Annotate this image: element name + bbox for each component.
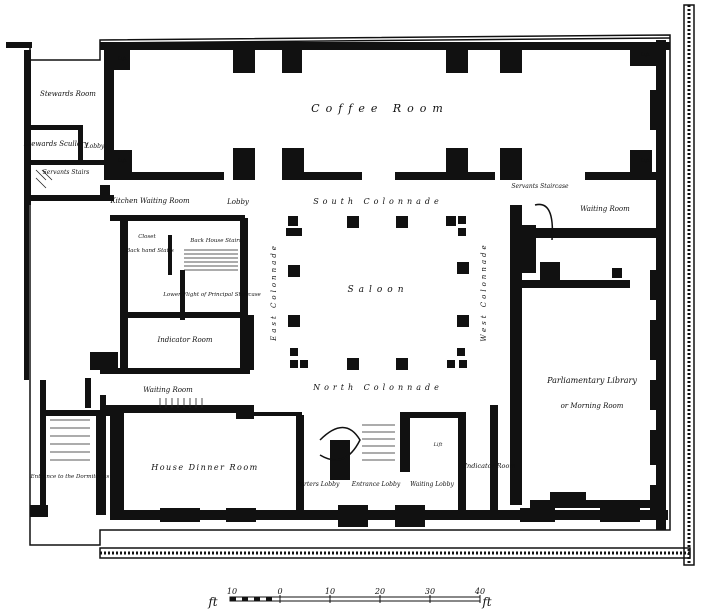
saloon-columns <box>286 216 622 370</box>
label-closet: Closet <box>138 234 156 240</box>
label-lift-3: Lift <box>117 158 128 164</box>
label-waiting-room-right: Waiting Room <box>580 205 630 213</box>
label-kitchen-waiting-room: Kitchen Waiting Room <box>109 197 190 205</box>
label-north-colonnade: North Colonnade <box>312 383 443 392</box>
label-back-house-stairs: Back House Stairs <box>189 238 242 244</box>
scale-tick-2: 0 <box>277 587 282 596</box>
label-east-colonnade: East Colonnade <box>270 243 278 342</box>
label-lift-5: Lift <box>433 442 444 448</box>
label-servants-stairs: Servants Stairs <box>43 169 90 176</box>
label-west-colonnade: West Colonnade <box>480 242 488 341</box>
label-lobby-top: Lobby <box>85 143 105 150</box>
label-entrance-lobby: Entrance Lobby <box>351 481 401 488</box>
label-coffee-room: Coffee Room <box>311 102 449 115</box>
label-house-dinner-room: House Dinner Room <box>150 463 258 472</box>
scale-tick-1: 10 <box>227 587 237 596</box>
label-porters-lobby: Porters Lobby <box>296 481 340 488</box>
bottom-railing <box>99 547 691 559</box>
scale-unit-left: ft <box>207 595 217 609</box>
label-lobby-kitchen: Lobby <box>226 198 250 206</box>
scale-tick-5: 30 <box>425 587 435 596</box>
label-waiting-lobby: Waiting Lobby <box>410 481 454 488</box>
label-morning-room: or Morning Room <box>561 402 624 410</box>
label-saloon: Saloon <box>347 285 408 295</box>
label-servants-staircase: Servants Staircase <box>511 183 569 190</box>
label-lift-1: Lift <box>117 56 128 62</box>
stairs <box>35 169 554 461</box>
walls <box>6 40 670 530</box>
label-waiting-room-left: Waiting Room <box>143 386 193 394</box>
label-south-colonnade: South Colonnade <box>313 197 443 206</box>
scale-unit-right: ft <box>481 595 491 609</box>
label-back-hand-stairs: Back hand Stairs <box>125 248 174 254</box>
scale-tick-4: 20 <box>374 587 385 596</box>
label-indicator-room-left: Indicator Room <box>156 336 212 344</box>
scale-bar: ft ft 10 0 10 20 30 40 <box>207 587 491 609</box>
label-lower-flight: Lower Flight of Principal Staircase <box>162 292 261 298</box>
label-stewards-room: Stewards Room <box>40 90 96 98</box>
label-entrance-dormitories: Entrance to the Dormitories <box>30 474 110 480</box>
scale-tick-6: 40 <box>474 587 485 596</box>
scale-tick-3: 10 <box>325 587 335 596</box>
label-lift-2: Lift <box>640 52 651 58</box>
label-stewards-scullery: Stewards Scullery <box>24 140 90 148</box>
label-lift-4: Lift <box>640 158 651 164</box>
right-railing <box>683 4 695 566</box>
room-labels: Coffee Room Stewards Room Stewards Scull… <box>24 52 651 488</box>
label-indicator-room-right: Indicator Room <box>463 462 515 470</box>
label-parliamentary-library: Parliamentary Library <box>546 376 637 385</box>
